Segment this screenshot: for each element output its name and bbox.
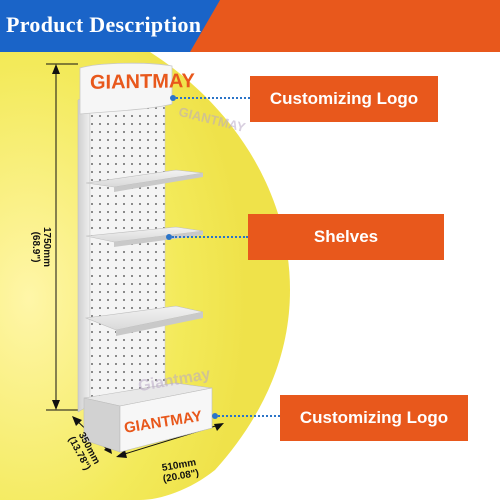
leader-line-shelves [172,236,248,238]
top-header-logo: GIANTMAY [90,70,195,94]
page-title: Product Description [6,12,202,37]
leader-dot-logo-top [170,95,176,101]
callout-customizing-logo-base: Customizing Logo [280,395,468,441]
callout-customizing-logo-top: Customizing Logo [250,76,438,122]
header-orange-band [190,0,500,52]
callout-shelves: Shelves [248,214,444,260]
leader-line-logo-top [176,97,250,99]
leader-dot-logo-base [212,413,218,419]
height-in: (68.9") [30,231,41,263]
height-mm: 1750mm [41,226,52,268]
height-dimension: 1750mm (68.9") [30,212,52,282]
leader-dot-shelves [166,234,172,240]
leader-line-logo-base [218,415,280,417]
